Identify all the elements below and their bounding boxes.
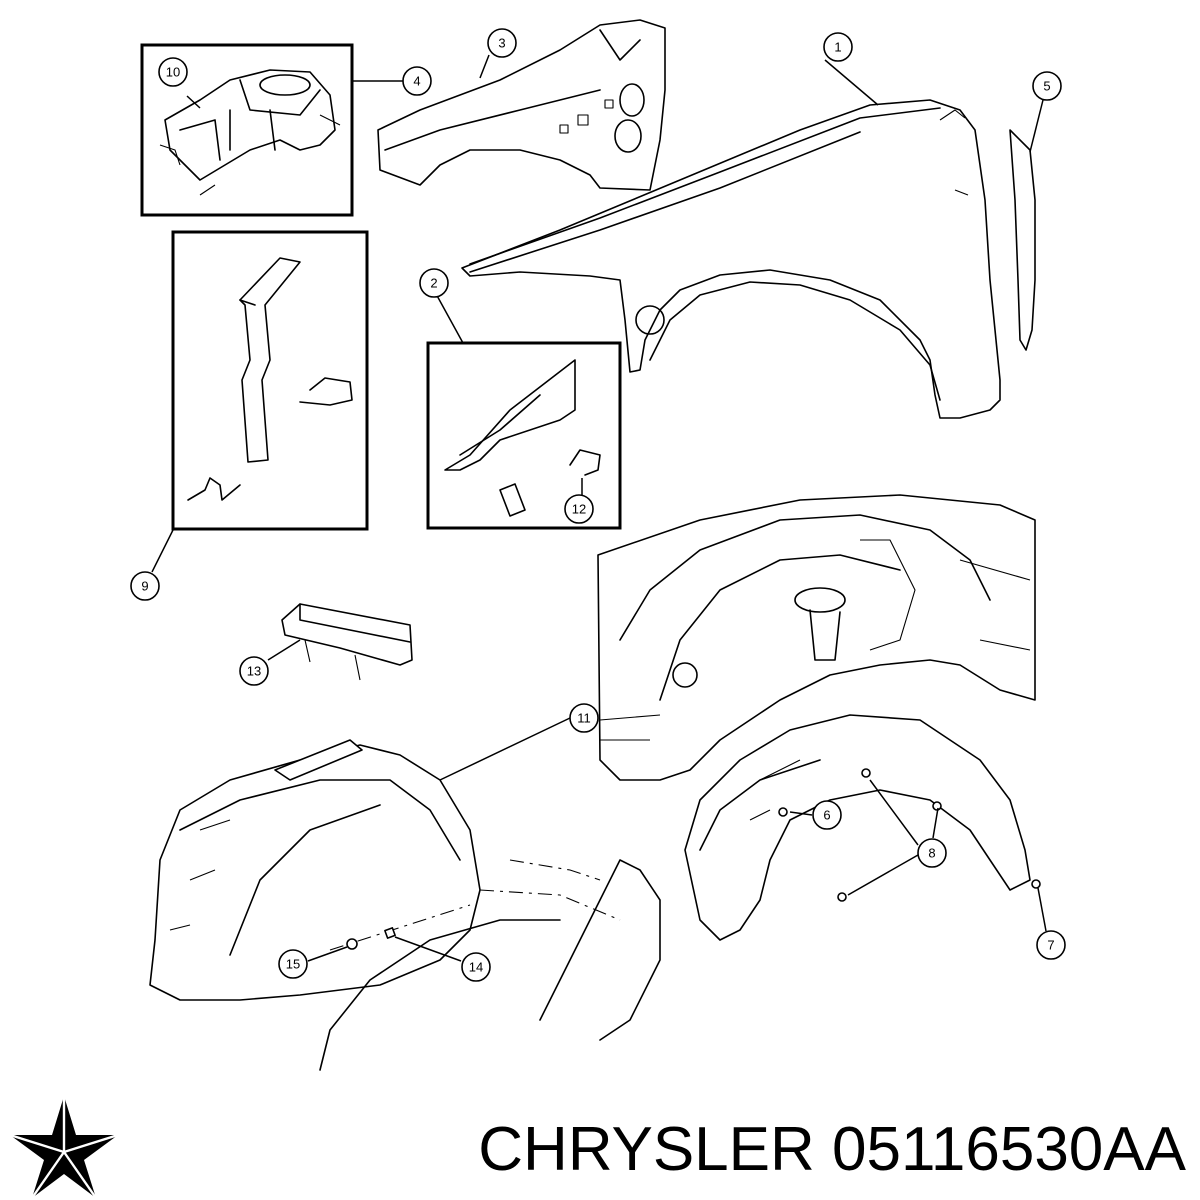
body-wheelhouse-drawing xyxy=(597,494,1036,781)
callout-14-label: 14 xyxy=(469,960,483,975)
callout-15: 15 xyxy=(278,949,308,979)
part-5-molding-drawing xyxy=(1009,129,1036,351)
callout-8-label: 8 xyxy=(928,846,935,861)
part-10-drawing xyxy=(159,69,341,196)
callout-9-label: 9 xyxy=(141,579,148,594)
leader-lines xyxy=(151,54,1047,962)
callout-7-label: 7 xyxy=(1047,938,1054,953)
callout-13-label: 13 xyxy=(247,664,261,679)
inset-frame-part-10 xyxy=(140,43,354,217)
part-3-4-apron-drawing xyxy=(377,19,666,191)
callout-12-label: 12 xyxy=(572,502,586,517)
callout-4: 4 xyxy=(402,66,432,96)
callout-10: 10 xyxy=(158,57,188,87)
callout-3: 3 xyxy=(487,28,517,58)
inset-frame-part-9 xyxy=(171,230,369,531)
callout-6-label: 6 xyxy=(823,808,830,823)
callout-2-label: 2 xyxy=(430,276,437,291)
callout-1-label: 1 xyxy=(834,40,841,55)
callout-6: 6 xyxy=(812,800,842,830)
callout-7: 7 xyxy=(1036,930,1066,960)
callout-1: 1 xyxy=(823,32,853,62)
part-11-liner-installed-drawing xyxy=(684,714,1031,941)
callout-11: 11 xyxy=(569,703,599,733)
part-13-drawing xyxy=(281,603,413,681)
brand-name: CHRYSLER xyxy=(478,1115,815,1184)
callout-4-label: 4 xyxy=(413,74,420,89)
callout-5-label: 5 xyxy=(1043,79,1050,94)
parts-diagram: 1 2 3 4 5 6 7 8 9 10 11 12 xyxy=(130,19,1066,1071)
callout-2: 2 xyxy=(419,268,449,298)
callout-14: 14 xyxy=(461,952,491,982)
callout-9: 9 xyxy=(130,571,160,601)
callout-13: 13 xyxy=(239,656,269,686)
fasteners-drawing xyxy=(346,768,1041,950)
part-1-fender-drawing xyxy=(461,99,1001,419)
part-11-liner-drawing xyxy=(149,739,481,1001)
part-number: 05116530AA xyxy=(832,1115,1186,1184)
part-9-drawing xyxy=(187,257,353,501)
part-caption: CHRYSLER 05116530AA xyxy=(478,1100,1186,1200)
callout-8: 8 xyxy=(917,838,947,868)
wheel-arc-drawing xyxy=(319,859,661,1071)
inset-frame-part-12 xyxy=(426,341,622,530)
callout-3-label: 3 xyxy=(498,36,505,51)
callout-5: 5 xyxy=(1032,71,1062,101)
pentastar-icon xyxy=(9,1096,119,1199)
callout-15-label: 15 xyxy=(286,957,300,972)
callout-12: 12 xyxy=(564,494,594,524)
callout-10-label: 10 xyxy=(166,65,180,80)
part-12-drawing xyxy=(444,359,601,517)
callout-11-label: 11 xyxy=(577,711,591,726)
